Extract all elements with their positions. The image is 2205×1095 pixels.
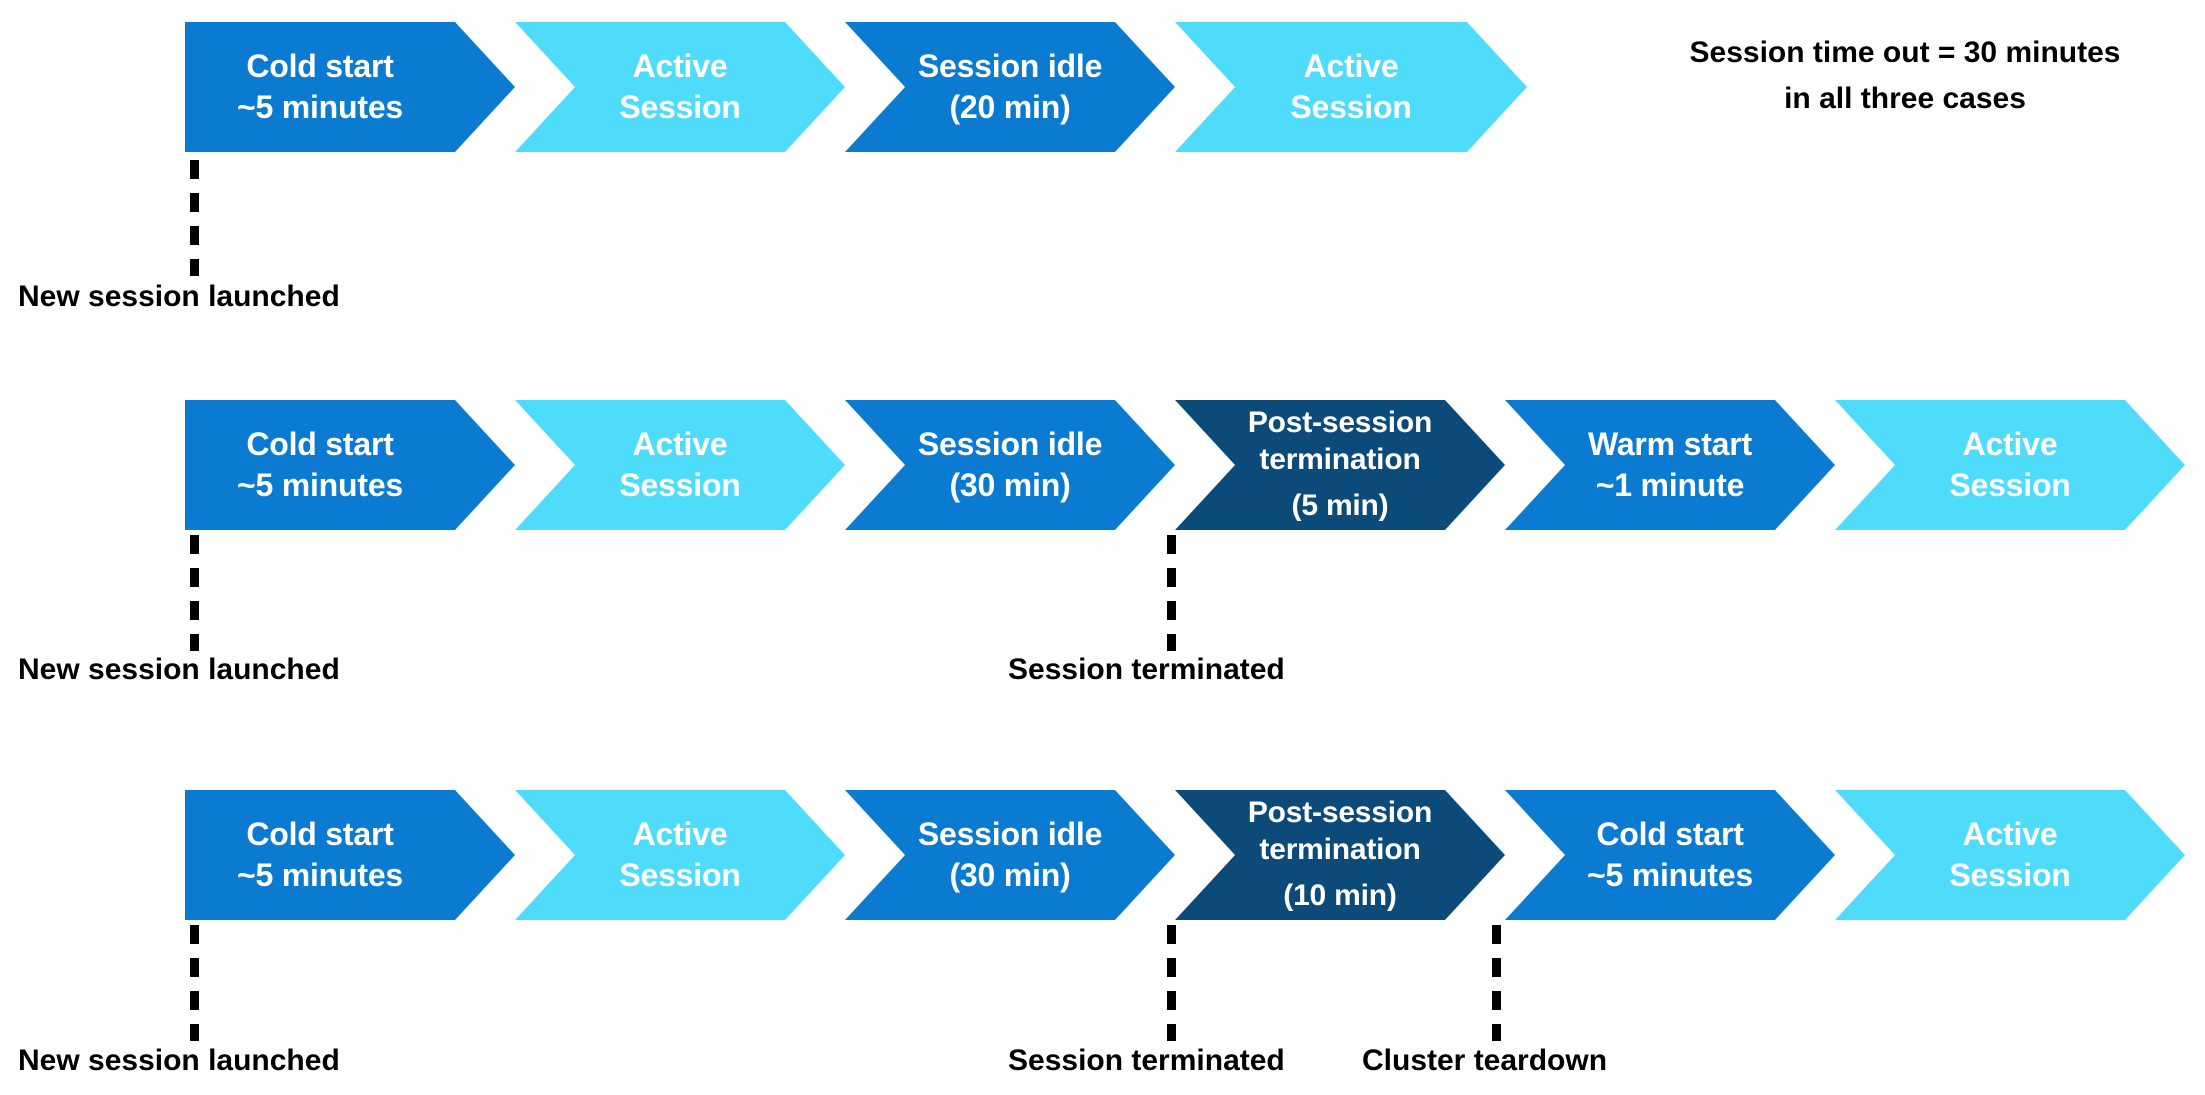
stage-label-line2: (30 min) xyxy=(949,467,1071,503)
marker-tick-new-session-launched xyxy=(190,925,199,1041)
stage-label-line2: ~5 minutes xyxy=(236,89,404,125)
stage-warm-start[interactable]: Warm start ~1 minute xyxy=(1505,400,1835,530)
stage-label-line1: Post-session xyxy=(1247,406,1433,440)
stage-post-session-termination[interactable]: Post-session termination (10 min) xyxy=(1175,790,1505,920)
stage-label-line2: Session xyxy=(1949,857,2071,893)
stage-post-session-termination[interactable]: Post-session termination (5 min) xyxy=(1175,400,1505,530)
stage-label-line1: Cold start xyxy=(246,426,394,463)
stage-label-line1: Active xyxy=(632,816,728,853)
stage-label-line1: Cold start xyxy=(246,816,394,853)
stage-label-line1: Active xyxy=(1962,426,2058,463)
stage-label-line1: Active xyxy=(1303,48,1399,85)
note-line-2: in all three cases xyxy=(1784,81,2026,115)
stage-label-line2: ~5 minutes xyxy=(1586,857,1754,893)
marker-tick-cluster-teardown xyxy=(1492,925,1501,1041)
marker-tick-session-terminated xyxy=(1167,535,1176,651)
marker-label-session-terminated: Session terminated xyxy=(1008,653,1285,686)
timeline-row-1: Cold start ~5 minutes Active Session Ses… xyxy=(0,22,2205,152)
stage-label-line1: Session idle xyxy=(917,816,1103,853)
stage-cold-start[interactable]: Cold start ~5 minutes xyxy=(185,790,515,920)
stage-label-line1: Active xyxy=(632,48,728,85)
marker-label-new-session-launched: New session launched xyxy=(18,280,340,313)
stage-label-line2: Session xyxy=(1949,467,2071,503)
stage-session-idle[interactable]: Session idle (30 min) xyxy=(845,400,1175,530)
marker-label-new-session-launched: New session launched xyxy=(18,1044,340,1077)
stage-label-line2: Session xyxy=(619,89,741,125)
stage-label-line1: Session idle xyxy=(917,48,1103,85)
stage-label-line3: (10 min) xyxy=(1283,879,1397,913)
stage-label-line2: (30 min) xyxy=(949,857,1071,893)
stage-label-line2: Session xyxy=(619,857,741,893)
stage-active-session[interactable]: Active Session xyxy=(515,790,845,920)
stage-label-line2: termination xyxy=(1259,442,1421,476)
stage-label-line1: Session idle xyxy=(917,426,1103,463)
timeline-row-3: Cold start ~5 minutes Active Session Ses… xyxy=(0,790,2205,920)
marker-tick-new-session-launched xyxy=(190,160,199,276)
note-line-1: Session time out = 30 minutes xyxy=(1689,36,2121,69)
stage-label-line1: Post-session xyxy=(1247,796,1433,830)
stage-label-line2: ~5 minutes xyxy=(236,857,404,893)
stage-session-idle[interactable]: Session idle (20 min) xyxy=(845,22,1175,152)
stage-label-line1: Cold start xyxy=(246,48,394,85)
stage-active-session[interactable]: Active Session xyxy=(515,22,845,152)
stage-session-idle[interactable]: Session idle (30 min) xyxy=(845,790,1175,920)
marker-label-new-session-launched: New session launched xyxy=(18,653,340,686)
timeline-row-2: Cold start ~5 minutes Active Session Ses… xyxy=(0,400,2205,530)
stage-cold-start[interactable]: Cold start ~5 minutes xyxy=(185,400,515,530)
stage-active-session[interactable]: Active Session xyxy=(515,400,845,530)
stage-cold-start[interactable]: Cold start ~5 minutes xyxy=(1505,790,1835,920)
stage-cold-start[interactable]: Cold start ~5 minutes xyxy=(185,22,515,152)
stage-label-line2: Session xyxy=(619,467,741,503)
stage-label-line1: Cold start xyxy=(1596,816,1744,853)
stage-label-line1: Warm start xyxy=(1588,426,1752,463)
stage-label-line2: termination xyxy=(1259,832,1421,866)
marker-tick-new-session-launched xyxy=(190,535,199,651)
stage-label-line3: (5 min) xyxy=(1291,489,1389,523)
stage-label-line2: Session xyxy=(1290,89,1412,125)
stage-active-session[interactable]: Active Session xyxy=(1835,400,2185,530)
stage-active-session[interactable]: Active Session xyxy=(1835,790,2185,920)
stage-label-line1: Active xyxy=(1962,816,2058,853)
session-timeout-note: Session time out = 30 minutes in all thr… xyxy=(1665,30,2145,121)
marker-tick-session-terminated xyxy=(1167,925,1176,1041)
marker-label-session-terminated: Session terminated xyxy=(1008,1044,1285,1077)
marker-label-cluster-teardown: Cluster teardown xyxy=(1362,1044,1608,1077)
stage-label-line2: ~1 minute xyxy=(1595,467,1745,503)
stage-label-line1: Active xyxy=(632,426,728,463)
stage-label-line2: ~5 minutes xyxy=(236,467,404,503)
stage-active-session[interactable]: Active Session xyxy=(1175,22,1527,152)
stage-label-line2: (20 min) xyxy=(949,89,1071,125)
